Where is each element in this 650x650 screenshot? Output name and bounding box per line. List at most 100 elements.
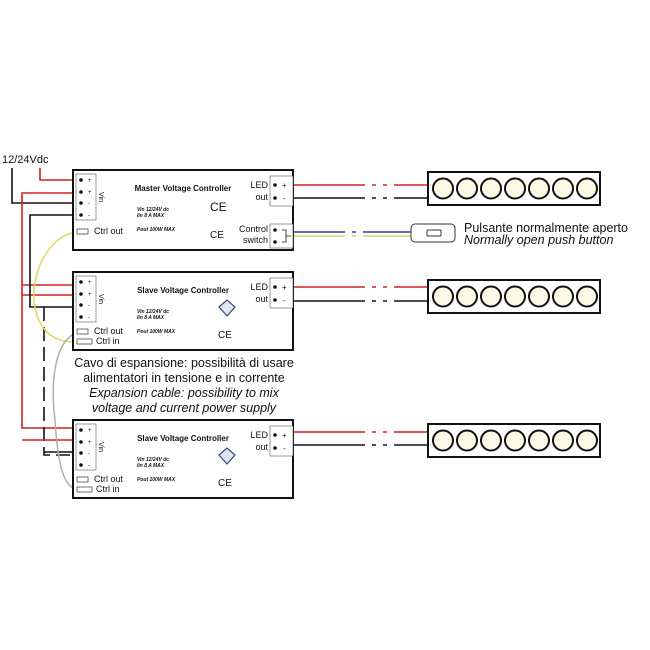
ctrl-out-label: Ctrl out	[94, 474, 124, 484]
led-icon	[528, 285, 550, 308]
controller-box	[72, 419, 294, 499]
led-out-label: out	[255, 192, 268, 202]
led-icon	[432, 429, 454, 452]
led-icon	[552, 429, 574, 452]
led-icon	[480, 285, 502, 308]
switch-symbol-icon	[282, 229, 291, 243]
ce-mark: CE	[218, 330, 232, 341]
controller-title: Slave Voltage Controller	[137, 286, 229, 295]
terminal-dot	[273, 183, 277, 187]
led-icon	[432, 285, 454, 308]
terminal-dot	[273, 446, 277, 450]
supply-wires	[11, 168, 76, 456]
led-icon	[576, 429, 598, 452]
terminal-dot	[273, 285, 277, 289]
terminal-sign: +	[88, 190, 92, 196]
terminal-sign: -	[88, 315, 90, 321]
expansion-cable-2	[52, 331, 79, 491]
terminal-dot	[79, 451, 83, 455]
spec-iin: Iin 8 A MAX	[137, 463, 165, 469]
led-icon	[456, 177, 478, 200]
terminal-sign: +	[88, 440, 92, 446]
spec-pout: Pout 100W MAX	[137, 329, 176, 335]
expansion-cable-1	[33, 231, 79, 343]
spec-pout: Pout 100W MAX	[137, 477, 176, 483]
terminal-sign: -	[88, 463, 90, 469]
terminal-dot	[273, 433, 277, 437]
terminal-dot	[79, 315, 83, 319]
terminal-sign: +	[88, 428, 92, 434]
terminal-dot	[273, 196, 277, 200]
ctrl-connector	[76, 486, 93, 493]
terminal-sign: -	[283, 194, 286, 203]
ctrl-in-label: Ctrl in	[96, 484, 120, 494]
terminal-dot	[79, 440, 83, 444]
ctrl-connector	[76, 476, 89, 483]
caption-it-1: Cavo di espansione: possibilità di usare	[74, 356, 294, 370]
terminal-dot	[79, 292, 83, 296]
ctrl-out-label: Ctrl out	[94, 226, 124, 236]
led-icon	[432, 177, 454, 200]
ce-mark: CE	[210, 200, 227, 214]
terminal-dot	[79, 280, 83, 284]
led-out-label: LED	[250, 282, 268, 292]
terminal-dot	[273, 298, 277, 302]
spec-iin: Iin 8 A MAX	[137, 315, 165, 321]
caption-en-2: voltage and current power supply	[92, 401, 277, 415]
controller-title: Slave Voltage Controller	[137, 434, 229, 443]
led-icon	[456, 429, 478, 452]
controller-box	[72, 271, 294, 351]
vin-label: Vin	[97, 442, 104, 452]
push-button-label-it: Pulsante normalmente aperto	[464, 221, 628, 235]
terminal-dot	[79, 428, 83, 432]
led-icon	[552, 285, 574, 308]
terminal-dot	[79, 190, 83, 194]
terminal-sign: -	[283, 296, 286, 305]
spec-vin: Vin 12/24V dc	[137, 207, 169, 213]
supply-label: 12/24Vdc	[2, 154, 49, 166]
terminal-sign: +	[88, 178, 92, 184]
led-out-label: out	[255, 294, 268, 304]
controller-title: Master Voltage Controller	[135, 184, 232, 193]
terminal-dot	[79, 201, 83, 205]
spec-vin: Vin 12/24V dc	[137, 309, 169, 315]
led-strip	[427, 279, 601, 314]
led-icon	[552, 177, 574, 200]
led-icon	[576, 285, 598, 308]
led-icon	[528, 177, 550, 200]
controller-box	[72, 169, 294, 251]
led-strip	[427, 171, 601, 206]
control-switch-label: Control	[239, 224, 268, 234]
ctrl-in-label: Ctrl in	[96, 336, 120, 346]
vin-terminal	[75, 275, 97, 323]
push-button-label-en: Normally open push button	[464, 233, 613, 247]
terminal-dot	[273, 240, 277, 244]
terminal-sign: +	[282, 283, 287, 292]
control-switch-label: switch	[243, 235, 268, 245]
expansion-caption: Cavo di espansione: possibilità di usare…	[74, 356, 294, 415]
terminal-sign: -	[88, 213, 90, 219]
vin-label: Vin	[97, 192, 104, 202]
vin-terminal	[75, 423, 97, 471]
spec-vin: Vin 12/24V dc	[137, 457, 169, 463]
led-out-label: LED	[250, 430, 268, 440]
terminal-dot	[79, 178, 83, 182]
terminal-dot	[273, 228, 277, 232]
terminal-sign: -	[88, 451, 90, 457]
spec-iin: Iin 8 A MAX	[137, 213, 165, 219]
terminal-sign: +	[282, 181, 287, 190]
certification-icon	[218, 447, 236, 465]
terminal-sign: -	[88, 201, 90, 207]
ctrl-connector	[76, 228, 89, 235]
led-icon	[504, 177, 526, 200]
led-icon	[576, 177, 598, 200]
terminal-sign: +	[88, 280, 92, 286]
terminal-dot	[79, 213, 83, 217]
led-out-label: out	[255, 442, 268, 452]
led-icon	[456, 285, 478, 308]
push-button[interactable]	[410, 223, 456, 243]
